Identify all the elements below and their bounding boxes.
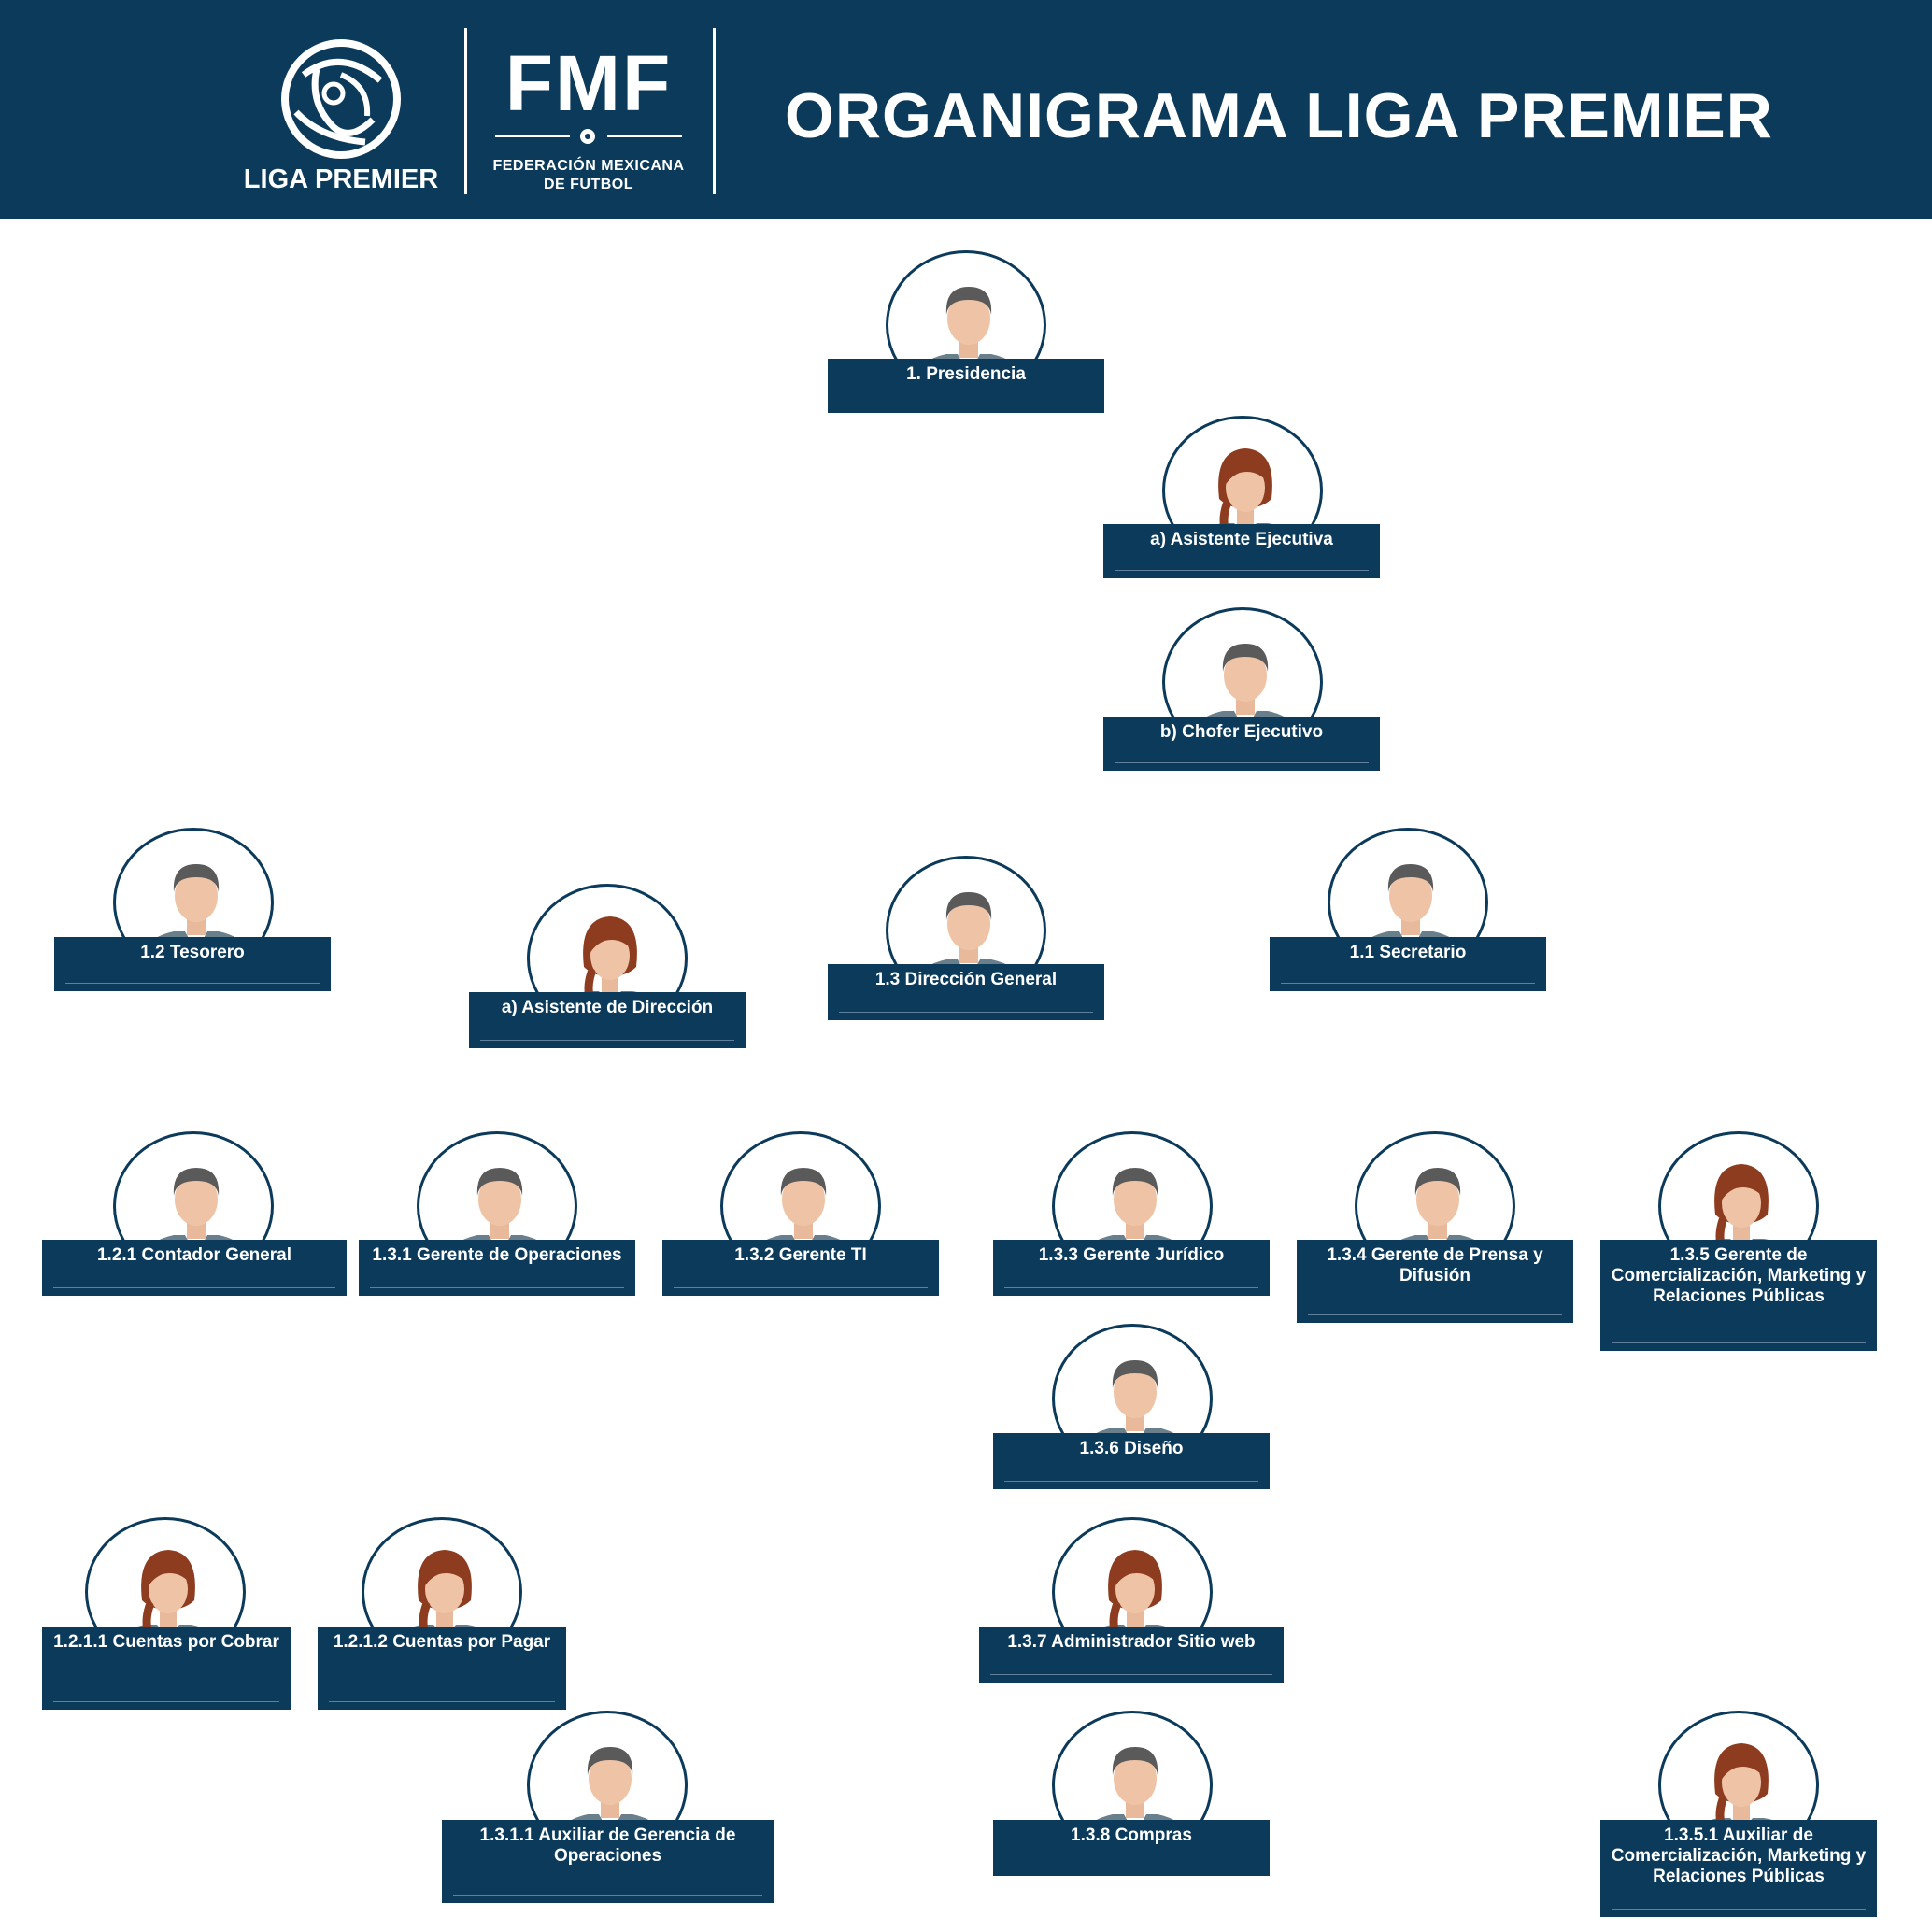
fmf-logo-text: FMF (504, 39, 673, 127)
org-node-label: a) Asistente de Dirección (501, 998, 714, 1017)
label-underline (329, 1701, 555, 1702)
label-underline (453, 1895, 762, 1896)
liga-premier-logo: LIGA PREMIER (234, 37, 448, 196)
label-underline (1004, 1287, 1258, 1288)
header-banner: LIGA PREMIER FMF FEDERACIÓN MEXICANA DE … (0, 0, 1932, 219)
label-underline (990, 1674, 1272, 1675)
org-node-label: 1.3.4 Gerente de Prensa y Difusión (1327, 1245, 1543, 1286)
fmf-line-right (607, 135, 682, 137)
org-node-label-box: 1.3.5.1 Auxiliar de Comercialización, Ma… (1600, 1820, 1877, 1917)
label-underline (1115, 762, 1369, 763)
org-node-label-box: 1. Presidencia (828, 359, 1104, 413)
label-underline (53, 1287, 335, 1288)
org-node-label-box: 1.3.1 Gerente de Operaciones (359, 1240, 635, 1296)
female-person-icon (118, 1550, 219, 1664)
label-underline (1612, 1909, 1866, 1910)
label-underline (65, 983, 320, 984)
org-node-label: 1.1 Secretario (1349, 943, 1467, 962)
org-node-label-box: 1.3.6 Diseño (993, 1433, 1270, 1489)
label-underline (839, 1012, 1093, 1013)
org-node-label-box: 1.3 Dirección General (828, 964, 1104, 1020)
org-node-label: 1.3.1.1 Auxiliar de Gerencia de Operacio… (479, 1825, 736, 1866)
org-node-label-box: 1.1 Secretario (1270, 937, 1546, 991)
org-node-label: 1.3.6 Diseño (1079, 1439, 1184, 1458)
org-node-label-box: 1.3.1.1 Auxiliar de Gerencia de Operacio… (442, 1820, 774, 1903)
label-underline (1308, 1314, 1562, 1315)
label-underline (53, 1701, 279, 1702)
org-node-label-box: 1.3.3 Gerente Jurídico (993, 1240, 1270, 1296)
page-title: ORGANIGRAMA LIGA PREMIER (785, 80, 1773, 151)
fmf-logo: FMF FEDERACIÓN MEXICANA DE FUTBOL (481, 41, 696, 198)
org-node-label-box: 1.3.5 Gerente de Comercialización, Marke… (1600, 1240, 1877, 1351)
org-node-label-box: 1.2.1 Contador General (42, 1240, 347, 1296)
org-node-label: a) Asistente Ejecutiva (1150, 530, 1333, 549)
label-underline (370, 1287, 624, 1288)
org-node-label: 1.3 Dirección General (874, 970, 1058, 989)
org-node-label-box: a) Asistente Ejecutiva (1103, 524, 1380, 578)
org-node-label: 1.3.7 Administrador Sitio web (1007, 1632, 1256, 1652)
org-node-label: 1.3.2 Gerente TI (734, 1245, 867, 1265)
org-node-label: 1.2.1 Contador General (96, 1245, 291, 1265)
org-node-label-box: 1.3.8 Compras (993, 1820, 1270, 1876)
org-node-label: 1.2 Tesorero (140, 943, 245, 962)
org-node-label-box: 1.3.2 Gerente TI (662, 1240, 939, 1296)
org-node-label-box: 1.3.7 Administrador Sitio web (979, 1627, 1284, 1683)
org-node-label-box: 1.3.4 Gerente de Prensa y Difusión (1297, 1240, 1573, 1323)
org-node-label-box: 1.2.1.2 Cuentas por Pagar (318, 1627, 566, 1710)
label-underline (1612, 1342, 1866, 1343)
org-node-label-box: 1.2 Tesorero (54, 937, 331, 991)
label-underline (480, 1040, 734, 1041)
org-node-label: b) Chofer Ejecutivo (1159, 722, 1324, 742)
label-underline (1115, 570, 1369, 571)
label-underline (1004, 1481, 1258, 1482)
liga-premier-logo-text: LIGA PREMIER (243, 164, 439, 194)
org-node-label-box: a) Asistente de Dirección (469, 992, 746, 1048)
header-divider (713, 28, 716, 194)
label-underline (674, 1287, 928, 1288)
org-node-label: 1.2.1.2 Cuentas por Pagar (333, 1632, 551, 1652)
liga-premier-ball-icon (281, 39, 401, 159)
org-node-label: 1.3.3 Gerente Jurídico (1038, 1245, 1225, 1265)
org-node-label-box: b) Chofer Ejecutivo (1103, 717, 1380, 771)
fmf-line-left (495, 135, 570, 137)
label-underline (1281, 983, 1535, 984)
org-node-label: 1.3.8 Compras (1071, 1825, 1192, 1845)
org-node-label: 1.3.5.1 Auxiliar de Comercialización, Ma… (1611, 1825, 1867, 1886)
fmf-subtitle: FEDERACIÓN MEXICANA DE FUTBOL (492, 158, 685, 192)
org-node-label: 1. Presidencia (906, 364, 1026, 384)
header-divider (464, 28, 467, 194)
org-node-label: 1.3.5 Gerente de Comercialización, Marke… (1611, 1245, 1867, 1306)
org-node-label: 1.3.1 Gerente de Operaciones (372, 1245, 622, 1265)
org-node-label-box: 1.2.1.1 Cuentas por Cobrar (42, 1627, 291, 1710)
soccer-ball-icon (580, 129, 595, 144)
org-node-label: 1.2.1.1 Cuentas por Cobrar (53, 1632, 279, 1652)
